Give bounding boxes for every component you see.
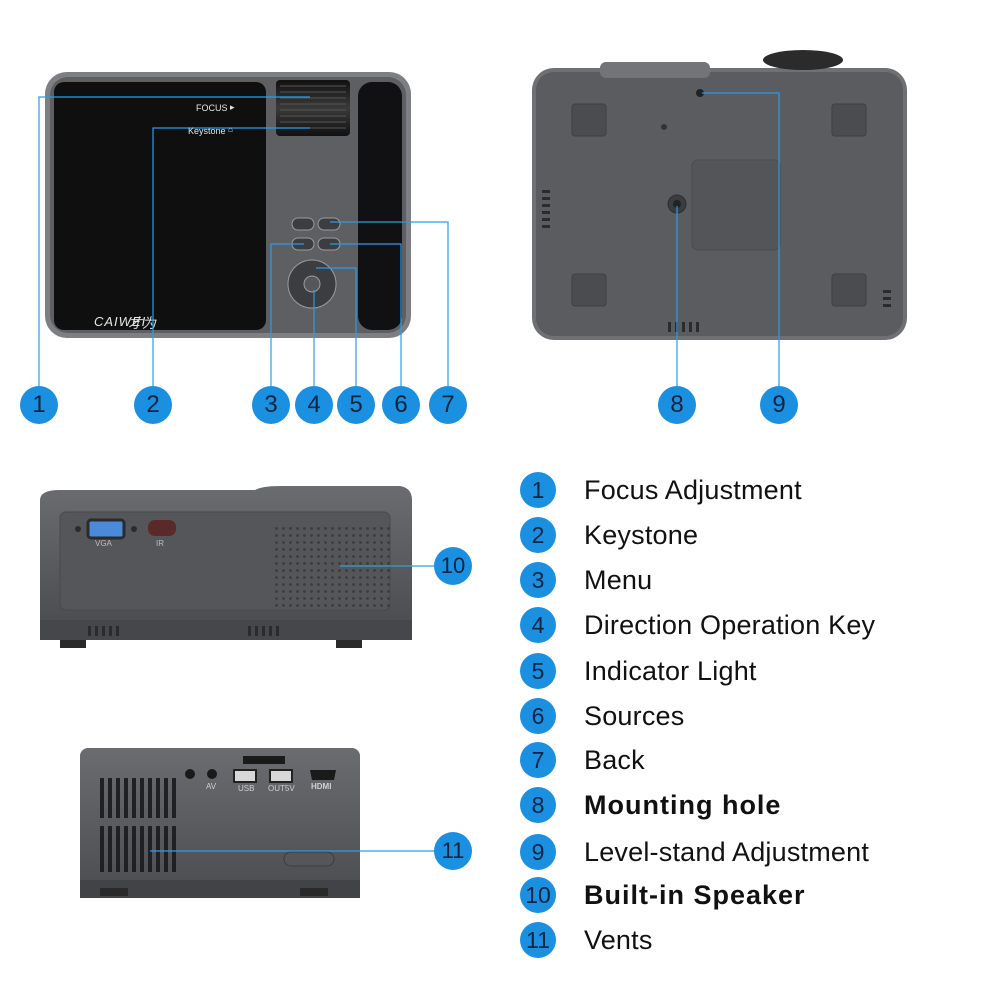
back-vents xyxy=(100,778,176,872)
legend-item: 7 Back xyxy=(520,740,645,780)
label-plate xyxy=(691,159,781,251)
brand-logo: 才为 xyxy=(128,315,157,331)
leader-lines xyxy=(38,92,780,852)
legend-item: 8 Mounting hole xyxy=(520,785,781,825)
legend-item: 6 Sources xyxy=(520,696,684,736)
usb-label: USB xyxy=(238,784,255,793)
legend-number-badge: 8 xyxy=(520,787,556,823)
legend-label: Direction Operation Key xyxy=(584,609,876,640)
rubber-foot xyxy=(831,273,867,307)
legend-number-badge: 7 xyxy=(520,742,556,778)
vga-port xyxy=(86,518,126,540)
callout-badge-11: 11 xyxy=(434,832,472,870)
focus-label: FOCUS xyxy=(196,103,228,113)
top-view: 才为 xyxy=(45,72,411,338)
callout-badge-3: 3 xyxy=(252,386,290,424)
out5v-label: OUT5V xyxy=(268,784,295,793)
usb-port xyxy=(233,769,257,783)
brand-name: CAIWEI xyxy=(94,314,147,329)
hdmi-label: HDMI xyxy=(311,782,332,791)
legend-label: Vents xyxy=(584,924,653,955)
callout-badge-5: 5 xyxy=(337,386,375,424)
rubber-foot xyxy=(571,103,607,137)
callout-badge-9: 9 xyxy=(760,386,798,424)
button-left-top xyxy=(291,217,315,231)
keystone-icon: ⌂ xyxy=(228,125,233,134)
ir-receiver xyxy=(148,520,176,536)
top-grille-left xyxy=(54,82,266,330)
callout-badge-2: 2 xyxy=(134,386,172,424)
av-jack xyxy=(207,769,217,779)
legend-label: Focus Adjustment xyxy=(584,474,802,505)
back-view xyxy=(80,748,360,898)
legend-number-badge: 6 xyxy=(520,698,556,734)
legend-label: Level-stand Adjustment xyxy=(584,836,870,867)
hdmi-port xyxy=(310,770,336,780)
legend-label: Indicator Light xyxy=(584,655,757,686)
callout-badge-10: 10 xyxy=(434,547,472,585)
legend-label: Menu xyxy=(584,564,653,595)
callout-badge-8: 8 xyxy=(658,386,696,424)
legend-label: Keystone xyxy=(584,519,699,550)
legend-label: Built-in Speaker xyxy=(584,879,806,910)
rubber-foot xyxy=(831,103,867,137)
side-view xyxy=(40,486,412,648)
focus-arrow-icon: ▸ xyxy=(230,102,235,112)
legend-number-badge: 10 xyxy=(520,877,556,913)
av-label: AV xyxy=(206,782,217,791)
legend-item: 1 Focus Adjustment xyxy=(520,470,802,510)
callout-badge-7: 7 xyxy=(429,386,467,424)
legend-item: 2 Keystone xyxy=(520,515,698,555)
legend-item: 4 Direction Operation Key xyxy=(520,605,875,645)
callout-badge-1: 1 xyxy=(20,386,58,424)
legend-number-badge: 3 xyxy=(520,562,556,598)
legend-item: 3 Menu xyxy=(520,560,652,600)
legend-number-badge: 11 xyxy=(520,922,556,958)
vga-label: VGA xyxy=(95,539,112,548)
callout-badge-4: 4 xyxy=(295,386,333,424)
callout-badge-6: 6 xyxy=(382,386,420,424)
legend-number-badge: 4 xyxy=(520,607,556,643)
out5v-port xyxy=(269,769,293,783)
sd-card-slot xyxy=(243,756,285,764)
legend-label: Mounting hole xyxy=(584,789,782,820)
legend-item: 11 Vents xyxy=(520,920,653,960)
legend-number-badge: 2 xyxy=(520,517,556,553)
lens-top xyxy=(763,50,843,70)
legend-number-badge: 9 xyxy=(520,834,556,870)
legend-label: Sources xyxy=(584,700,685,731)
keystone-label: Keystone xyxy=(188,126,226,136)
legend-label: Back xyxy=(584,744,645,775)
bottom-view xyxy=(532,50,907,340)
top-grille-right xyxy=(358,82,402,330)
legend-item: 5 Indicator Light xyxy=(520,651,757,691)
legend-item: 10 Built-in Speaker xyxy=(520,875,806,915)
indicator-light xyxy=(303,275,321,293)
legend-number-badge: 1 xyxy=(520,472,556,508)
legend-number-badge: 5 xyxy=(520,653,556,689)
back-button xyxy=(317,217,341,231)
ir-label: IR xyxy=(156,539,164,548)
rubber-foot xyxy=(571,273,607,307)
legend-item: 9 Level-stand Adjustment xyxy=(520,832,869,872)
level-stand-screw xyxy=(696,89,704,97)
back-body xyxy=(80,748,360,888)
headphone-jack xyxy=(185,769,195,779)
